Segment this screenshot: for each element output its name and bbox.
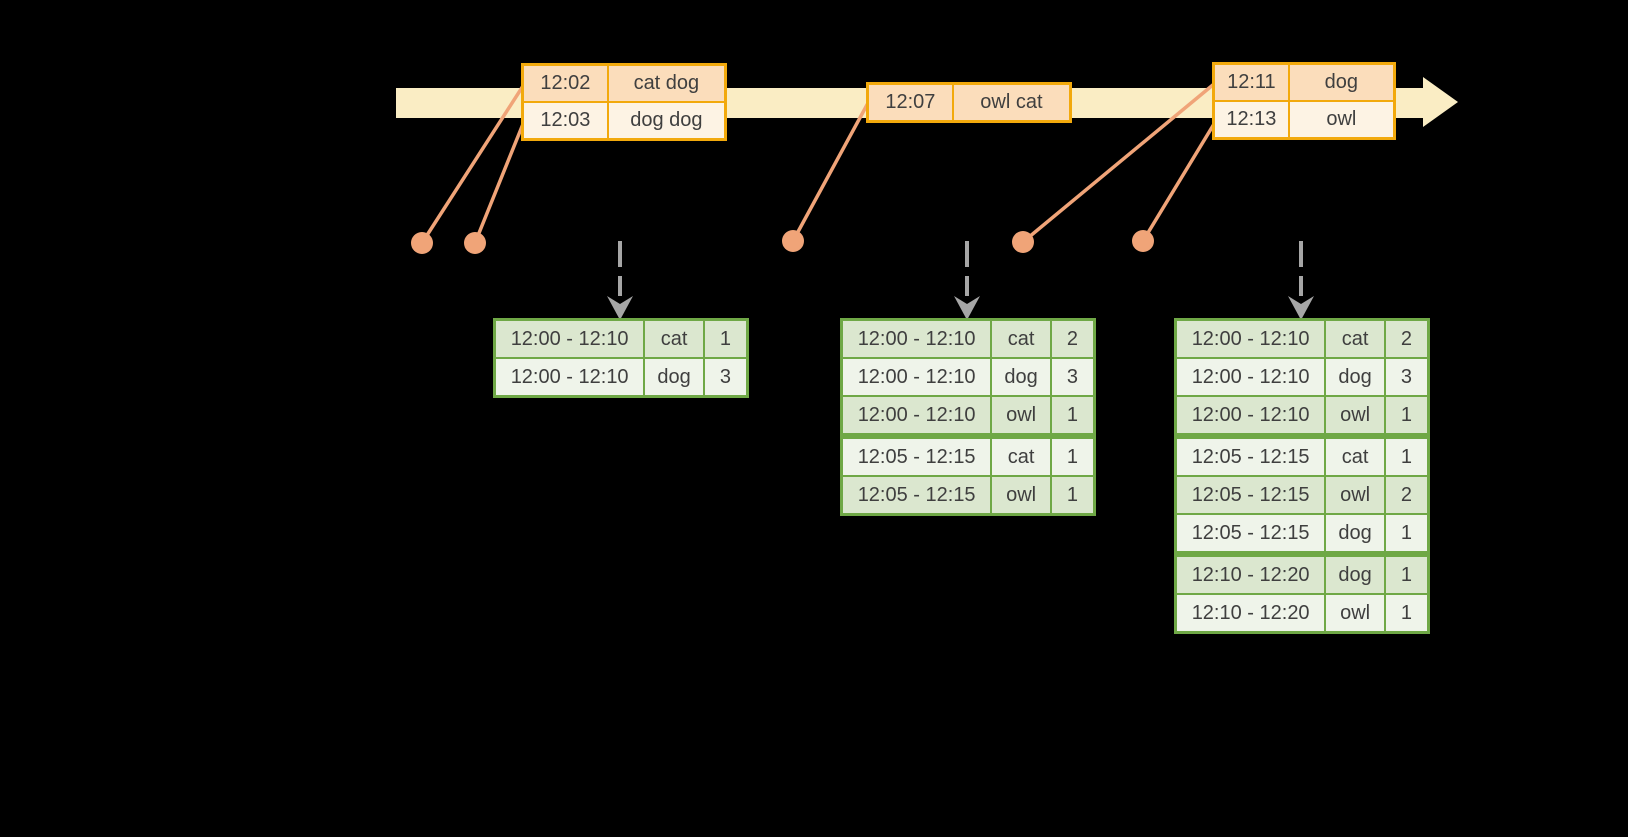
count-cell: 1 <box>1383 513 1430 555</box>
timeline-arrowhead-icon <box>1423 77 1458 127</box>
trigger-arrowhead-icon <box>954 296 980 320</box>
table-row: 12:05 - 12:15 owl 1 <box>840 475 1096 516</box>
count-cell: 1 <box>1383 593 1430 634</box>
count-cell: 1 <box>1383 395 1430 437</box>
table-row: 12:10 - 12:20 dog 1 <box>1174 551 1430 595</box>
count-cell: 3 <box>702 357 749 398</box>
table-row: 12:00 - 12:10 owl 1 <box>840 395 1096 437</box>
event-dot <box>1132 230 1154 252</box>
window-cell: 12:05 - 12:15 <box>1174 433 1327 477</box>
count-cell: 1 <box>1383 551 1430 595</box>
trigger-arrow <box>954 241 980 320</box>
trigger-arrow <box>1288 241 1314 320</box>
count-cell: 3 <box>1049 357 1096 397</box>
trigger-arrow <box>607 241 633 320</box>
count-cell: 3 <box>1383 357 1430 397</box>
window-cell: 12:00 - 12:10 <box>840 357 993 397</box>
table-row: 12:00 - 12:10 cat 1 <box>493 318 749 359</box>
window-cell: 12:00 - 12:10 <box>1174 318 1327 359</box>
count-cell: 2 <box>1049 318 1096 359</box>
word-cell: cat <box>990 433 1052 477</box>
event-words-cell: cat dog <box>606 63 727 103</box>
event-connector-line <box>791 102 870 242</box>
event-connector-line <box>420 85 525 244</box>
word-cell: owl <box>990 395 1052 437</box>
word-cell: owl <box>1324 475 1386 515</box>
table-row: 12:00 - 12:10 dog 3 <box>840 357 1096 397</box>
window-cell: 12:00 - 12:10 <box>1174 395 1327 437</box>
window-cell: 12:00 - 12:10 <box>840 318 993 359</box>
count-cell: 1 <box>1049 475 1096 516</box>
table-row: 12:05 - 12:15 owl 2 <box>1174 475 1430 515</box>
trigger-arrowhead-icon <box>607 296 633 320</box>
table-row: 12:11 dog <box>1212 62 1396 102</box>
word-cell: dog <box>1324 513 1386 555</box>
word-cell: owl <box>1324 395 1386 437</box>
event-time-cell: 12:13 <box>1212 100 1290 140</box>
table-row: 12:00 - 12:10 cat 2 <box>1174 318 1430 359</box>
event-words-cell: dog dog <box>606 101 727 141</box>
event-table-3: 12:11 dog 12:13 owl <box>1212 62 1396 140</box>
table-row: 12:07 owl cat <box>866 82 1072 123</box>
event-dot <box>411 232 433 254</box>
event-time-cell: 12:11 <box>1212 62 1290 102</box>
event-dot <box>1012 231 1034 253</box>
event-time-cell: 12:07 <box>866 82 954 123</box>
event-time-cell: 12:02 <box>521 63 609 103</box>
window-cell: 12:05 - 12:15 <box>840 475 993 516</box>
result-table-3: 12:00 - 12:10 cat 2 12:00 - 12:10 dog 3 … <box>1174 318 1430 634</box>
count-cell: 1 <box>1383 433 1430 477</box>
event-dot <box>464 232 486 254</box>
word-cell: cat <box>1324 318 1386 359</box>
event-dot <box>782 230 804 252</box>
table-row: 12:10 - 12:20 owl 1 <box>1174 593 1430 634</box>
event-words-cell: owl <box>1287 100 1396 140</box>
window-cell: 12:10 - 12:20 <box>1174 593 1327 634</box>
word-cell: dog <box>990 357 1052 397</box>
table-row: 12:13 owl <box>1212 100 1396 140</box>
count-cell: 1 <box>702 318 749 359</box>
result-table-2: 12:00 - 12:10 cat 2 12:00 - 12:10 dog 3 … <box>840 318 1096 516</box>
event-words-cell: dog <box>1287 62 1396 102</box>
window-cell: 12:05 - 12:15 <box>840 433 993 477</box>
window-cell: 12:05 - 12:15 <box>1174 475 1327 515</box>
trigger-arrowhead-icon <box>1288 296 1314 320</box>
word-cell: owl <box>990 475 1052 516</box>
table-row: 12:02 cat dog <box>521 63 727 103</box>
table-row: 12:00 - 12:10 dog 3 <box>1174 357 1430 397</box>
event-connector-line <box>1021 82 1216 244</box>
event-table-2: 12:07 owl cat <box>866 82 1072 123</box>
window-cell: 12:00 - 12:10 <box>1174 357 1327 397</box>
table-row: 12:00 - 12:10 owl 1 <box>1174 395 1430 437</box>
count-cell: 2 <box>1383 475 1430 515</box>
event-words-cell: owl cat <box>951 82 1072 123</box>
word-cell: dog <box>643 357 705 398</box>
word-cell: cat <box>643 318 705 359</box>
window-cell: 12:10 - 12:20 <box>1174 551 1327 595</box>
count-cell: 2 <box>1383 318 1430 359</box>
table-row: 12:00 - 12:10 dog 3 <box>493 357 749 398</box>
window-cell: 12:00 - 12:10 <box>493 318 646 359</box>
result-table-1: 12:00 - 12:10 cat 1 12:00 - 12:10 dog 3 <box>493 318 749 398</box>
count-cell: 1 <box>1049 395 1096 437</box>
count-cell: 1 <box>1049 433 1096 477</box>
window-cell: 12:00 - 12:10 <box>493 357 646 398</box>
event-table-1: 12:02 cat dog 12:03 dog dog <box>521 63 727 141</box>
window-cell: 12:00 - 12:10 <box>840 395 993 437</box>
table-row: 12:00 - 12:10 cat 2 <box>840 318 1096 359</box>
table-row: 12:05 - 12:15 cat 1 <box>840 433 1096 477</box>
word-cell: cat <box>990 318 1052 359</box>
event-time-cell: 12:03 <box>521 101 609 141</box>
table-row: 12:03 dog dog <box>521 101 727 141</box>
word-cell: owl <box>1324 593 1386 634</box>
window-cell: 12:05 - 12:15 <box>1174 513 1327 555</box>
event-connector-line <box>1141 123 1216 242</box>
word-cell: cat <box>1324 433 1386 477</box>
word-cell: dog <box>1324 357 1386 397</box>
event-connector-line <box>473 123 525 244</box>
word-cell: dog <box>1324 551 1386 595</box>
table-row: 12:05 - 12:15 dog 1 <box>1174 513 1430 555</box>
table-row: 12:05 - 12:15 cat 1 <box>1174 433 1430 477</box>
